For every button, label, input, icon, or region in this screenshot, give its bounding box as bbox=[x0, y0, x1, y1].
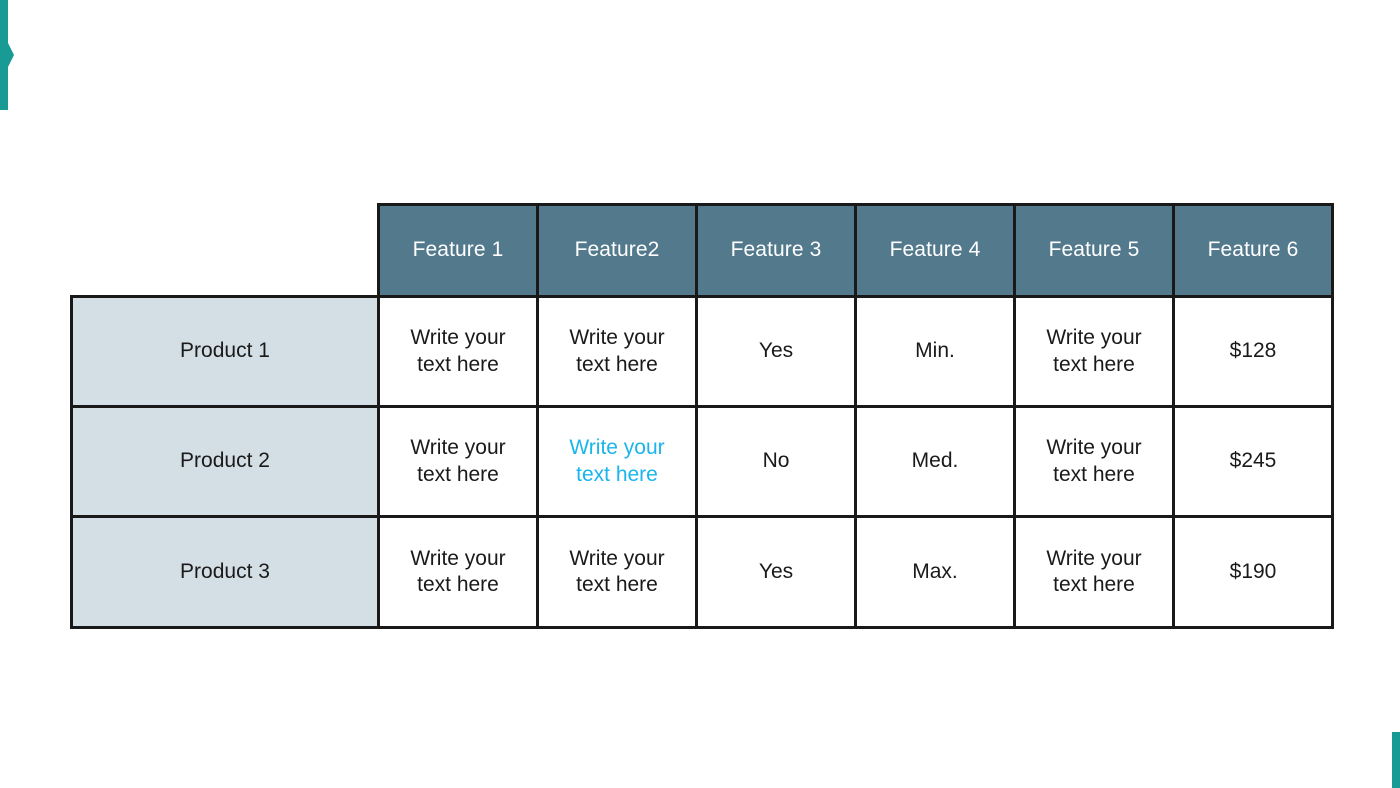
column-header-feature-1[interactable]: Feature 1 bbox=[377, 203, 539, 298]
cell-r1c5[interactable]: Write your text here bbox=[1013, 295, 1175, 408]
cell-text-line1: Write your bbox=[569, 546, 665, 570]
cell-text-line1: $128 bbox=[1229, 339, 1277, 363]
cell-text-line1: Yes bbox=[758, 339, 794, 363]
cell-r1c2[interactable]: Write your text here bbox=[536, 295, 698, 408]
product-feature-comparison-table: Feature 1 Feature2 Feature 3 Feature 4 F… bbox=[70, 203, 1334, 629]
table-body: Product 1 Write your text here Write you… bbox=[70, 295, 1334, 629]
cell-text-line1: Yes bbox=[758, 559, 794, 583]
cell-text-line1: Max. bbox=[912, 559, 958, 583]
cell-text-line1: Write your bbox=[410, 436, 506, 460]
cell-r2c1[interactable]: Write your text here bbox=[377, 405, 539, 518]
cell-text-line2: text here bbox=[1053, 462, 1135, 486]
header-corner-empty bbox=[72, 205, 379, 297]
teal-bar-icon bbox=[1392, 732, 1400, 788]
cell-r1c6-price[interactable]: $128 bbox=[1172, 295, 1334, 408]
cell-text-line2: text here bbox=[417, 573, 499, 596]
cell-r1c1[interactable]: Write your text here bbox=[377, 295, 539, 408]
column-header-feature-3[interactable]: Feature 3 bbox=[695, 203, 857, 298]
cell-r1c4[interactable]: Min. bbox=[854, 295, 1016, 408]
cell-text-line1: Write your bbox=[569, 436, 665, 460]
header-row: Feature 1 Feature2 Feature 3 Feature 4 F… bbox=[72, 203, 1334, 298]
cell-r3c5[interactable]: Write your text here bbox=[1013, 515, 1175, 629]
cell-text-line2: text here bbox=[417, 462, 499, 486]
cell-text-line1: No bbox=[762, 449, 790, 473]
cell-r3c1[interactable]: Write your text here bbox=[377, 515, 539, 629]
cell-text-line2: text here bbox=[576, 573, 658, 596]
cell-text-line1: Med. bbox=[911, 449, 959, 473]
cell-text-line1: Write your bbox=[569, 326, 665, 350]
cell-r2c4[interactable]: Med. bbox=[854, 405, 1016, 518]
cell-text-line2: text here bbox=[576, 462, 658, 486]
product-label-3[interactable]: Product 3 bbox=[70, 515, 380, 629]
cell-text-line2: text here bbox=[417, 352, 499, 376]
product-label-2[interactable]: Product 2 bbox=[70, 405, 380, 518]
table-row: Product 1 Write your text here Write you… bbox=[70, 295, 1334, 408]
column-header-feature-5[interactable]: Feature 5 bbox=[1013, 203, 1175, 298]
cell-text-line1: Write your bbox=[1046, 436, 1142, 460]
table-row: Product 3 Write your text here Write you… bbox=[70, 515, 1334, 629]
cell-text-line2: text here bbox=[1053, 573, 1135, 596]
cell-text-line1: Write your bbox=[410, 546, 506, 570]
cell-text-line1: Write your bbox=[1046, 326, 1142, 350]
cell-r2c6-price[interactable]: $245 bbox=[1172, 405, 1334, 518]
cell-r3c3[interactable]: Yes bbox=[695, 515, 857, 629]
cell-r2c3[interactable]: No bbox=[695, 405, 857, 518]
column-header-feature-6[interactable]: Feature 6 bbox=[1172, 203, 1334, 298]
cell-text-line2: text here bbox=[576, 352, 658, 376]
cell-r2c2-highlighted[interactable]: Write your text here bbox=[536, 405, 698, 518]
cell-text-line1: Write your bbox=[410, 326, 506, 350]
cell-text-line1: $245 bbox=[1229, 449, 1277, 473]
teal-chevron-bar-icon bbox=[0, 0, 14, 110]
column-header-feature-2[interactable]: Feature2 bbox=[536, 203, 698, 298]
cell-r1c3[interactable]: Yes bbox=[695, 295, 857, 408]
cell-r3c6-price[interactable]: $190 bbox=[1172, 515, 1334, 629]
table-header: Feature 1 Feature2 Feature 3 Feature 4 F… bbox=[72, 203, 1334, 298]
cell-text-line1: $190 bbox=[1229, 559, 1277, 583]
cell-r2c5[interactable]: Write your text here bbox=[1013, 405, 1175, 518]
cell-text-line1: Min. bbox=[915, 339, 955, 363]
cell-r3c2[interactable]: Write your text here bbox=[536, 515, 698, 629]
cell-r3c4[interactable]: Max. bbox=[854, 515, 1016, 629]
product-label-1[interactable]: Product 1 bbox=[70, 295, 380, 408]
cell-text-line2: text here bbox=[1053, 352, 1135, 376]
table-row: Product 2 Write your text here Write you… bbox=[70, 405, 1334, 518]
column-header-feature-4[interactable]: Feature 4 bbox=[854, 203, 1016, 298]
cell-text-line1: Write your bbox=[1046, 546, 1142, 570]
